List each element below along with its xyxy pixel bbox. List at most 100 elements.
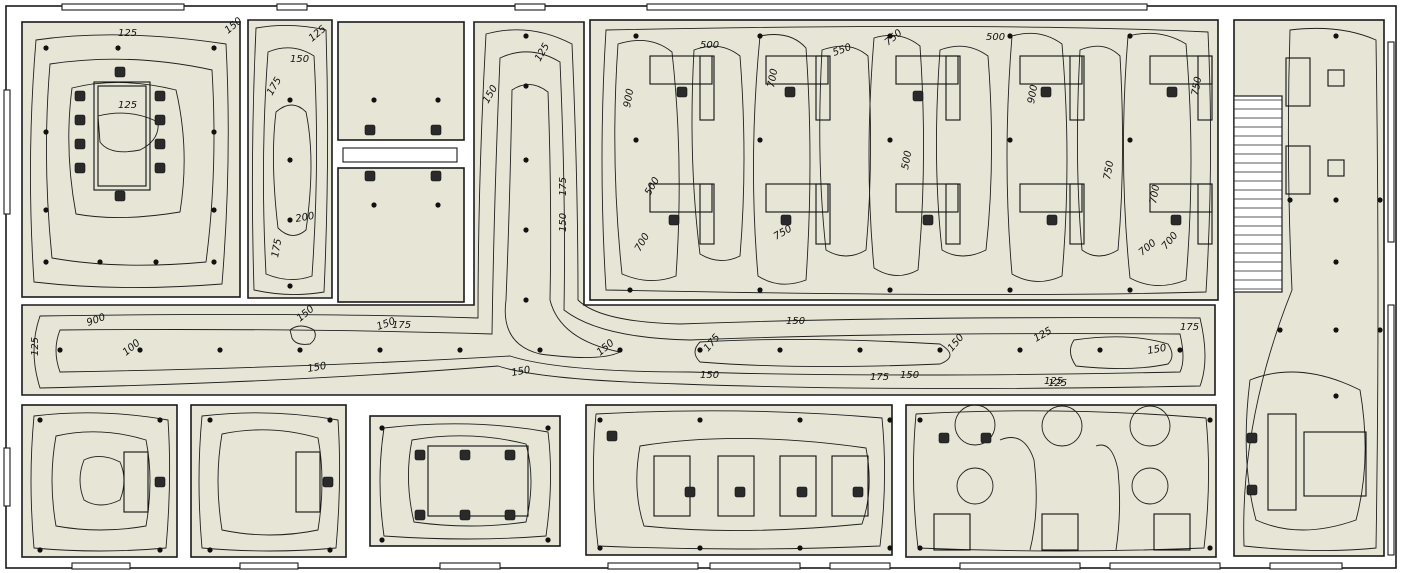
contour-label: 150: [558, 213, 569, 232]
luminaire-point: [633, 137, 639, 143]
chair: [734, 486, 746, 498]
luminaire-point: [523, 83, 529, 89]
restroom-north-lower: [337, 167, 465, 303]
contour-label: 200: [295, 211, 316, 225]
chair: [74, 138, 86, 150]
contour-label: 125: [1044, 376, 1063, 387]
chair: [154, 476, 166, 488]
luminaire-point: [887, 417, 893, 423]
contour-label: 125: [118, 28, 137, 39]
chair: [114, 190, 126, 202]
restroom-divider: [342, 147, 458, 163]
luminaire-point: [43, 259, 49, 265]
luminaire-point: [37, 417, 43, 423]
stairs: [1233, 95, 1283, 293]
chair: [154, 90, 166, 102]
chair: [796, 486, 808, 498]
luminaire-point: [115, 45, 121, 51]
luminaire-point: [43, 129, 49, 135]
luminaire-point: [207, 417, 213, 423]
luminaire-point: [43, 207, 49, 213]
luminaire-point: [523, 33, 529, 39]
luminaire-point: [597, 545, 603, 551]
chair: [784, 86, 796, 98]
chair: [922, 214, 934, 226]
luminaire-point: [1333, 197, 1339, 203]
contour-label: 150: [1147, 343, 1168, 357]
luminaire-point: [287, 217, 293, 223]
luminaire-point: [1007, 287, 1013, 293]
luminaire-point: [1333, 327, 1339, 333]
chair: [322, 476, 334, 488]
chair: [1246, 484, 1258, 496]
luminaire-point: [157, 547, 163, 553]
luminaire-point: [937, 347, 943, 353]
contour-label: 125: [30, 337, 41, 356]
luminaire-point: [287, 283, 293, 289]
luminaire-point: [697, 545, 703, 551]
chair: [154, 138, 166, 150]
luminaire-point: [887, 33, 893, 39]
luminaire-point: [1333, 259, 1339, 265]
chair: [1046, 214, 1058, 226]
chair: [364, 124, 376, 136]
luminaire-point: [777, 347, 783, 353]
chair: [1170, 214, 1182, 226]
luminaire-point: [207, 547, 213, 553]
luminaire-point: [797, 417, 803, 423]
chair: [114, 66, 126, 78]
luminaire-point: [43, 45, 49, 51]
contour-label: 900: [622, 88, 636, 109]
luminaire-point: [887, 287, 893, 293]
luminaire-point: [627, 287, 633, 293]
luminaire-point: [633, 33, 639, 39]
contour-label: 175: [270, 238, 284, 259]
luminaire-point: [153, 259, 159, 265]
rooms: [21, 19, 1385, 558]
luminaire-point: [371, 202, 377, 208]
luminaire-point: [287, 157, 293, 163]
chair: [154, 114, 166, 126]
chair: [504, 509, 516, 521]
contour-label: 175: [558, 177, 569, 196]
luminaire-point: [697, 347, 703, 353]
training-room: [585, 404, 893, 556]
windows: [3, 3, 1395, 570]
luminaire-point: [1333, 33, 1339, 39]
furniture: [93, 55, 1367, 551]
luminaire-point: [697, 417, 703, 423]
chair: [430, 170, 442, 182]
luminaire-point: [379, 425, 385, 431]
luminaire-point: [757, 33, 763, 39]
luminaire-point: [523, 227, 529, 233]
luminaire-point: [545, 537, 551, 543]
chair: [364, 170, 376, 182]
luminaire-point: [1333, 393, 1339, 399]
luminaire-point: [1127, 287, 1133, 293]
chair: [938, 432, 950, 444]
luminaire-point: [617, 347, 623, 353]
luminaire-point: [1377, 197, 1383, 203]
contour-label: 125: [1048, 378, 1067, 389]
chair: [684, 486, 696, 498]
contour-label: 150: [307, 361, 328, 375]
luminaire-point: [211, 259, 217, 265]
office-sw-1: [21, 404, 178, 558]
luminaire-point: [211, 129, 217, 135]
chair: [676, 86, 688, 98]
luminaire-point: [757, 137, 763, 143]
chair: [414, 449, 426, 461]
chair: [668, 214, 680, 226]
luminaire-point: [1007, 33, 1013, 39]
contour-label: 175: [870, 372, 889, 383]
chair: [852, 486, 864, 498]
luminaire-point: [1097, 347, 1103, 353]
luminaire-point: [457, 347, 463, 353]
contour-label: 750: [1102, 160, 1116, 181]
chair: [74, 162, 86, 174]
luminaire-point: [327, 547, 333, 553]
luminaire-point: [1207, 417, 1213, 423]
luminaire-point: [97, 259, 103, 265]
chair: [414, 509, 426, 521]
luminaire-point: [1127, 33, 1133, 39]
